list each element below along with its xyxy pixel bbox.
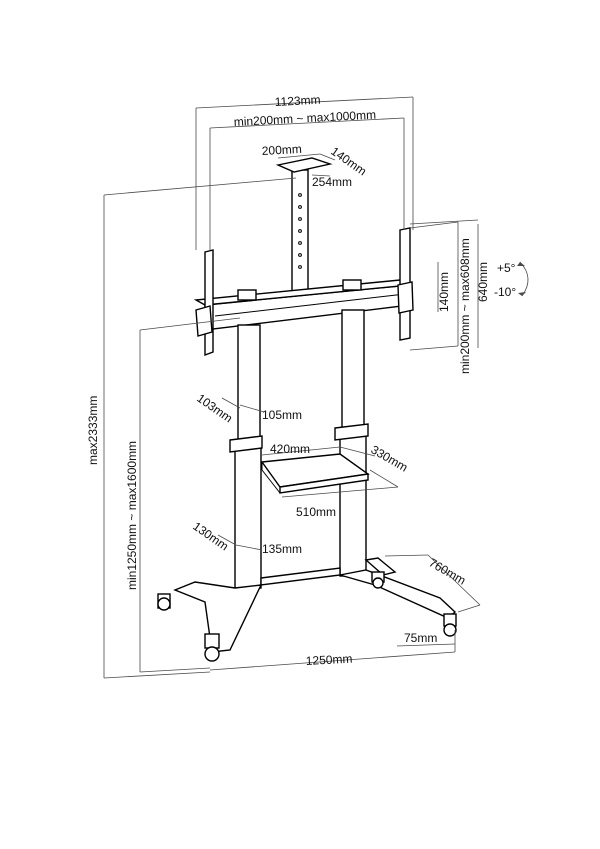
bracket-height-label: 140mm (437, 272, 451, 312)
right-column-upper (341, 309, 365, 429)
casters (157, 571, 457, 662)
overall-height-label: max2333mm (86, 396, 100, 465)
right-hook (397, 281, 414, 314)
vesa-width-label: min200mm ~ max1000mm (233, 108, 376, 129)
shelf-depth-label: 330mm (369, 442, 411, 474)
left-column-lower (234, 439, 262, 589)
right-base-rear (364, 557, 397, 576)
top-plate-height-label: 254mm (312, 175, 352, 189)
top-plate-depth-label: 140mm (328, 144, 369, 178)
top-plate (275, 157, 333, 173)
base-depth-label: 760mm (427, 555, 469, 587)
left-base-foot (173, 581, 263, 653)
shelf-outer-label: 510mm (296, 505, 336, 519)
left-hook (195, 305, 213, 337)
right-base-foot (339, 569, 457, 619)
left-column-upper (237, 324, 261, 441)
lower-column-width-label: 135mm (262, 542, 302, 556)
left-arm (204, 249, 214, 357)
vesa-height-label: min200mm ~ max608mm (458, 238, 472, 374)
lower-column-depth-label: 130mm (190, 519, 231, 553)
upper-column-depth-label: 103mm (194, 391, 235, 425)
tv-stand (157, 157, 457, 662)
base-width-label: 1250mm (305, 652, 352, 668)
tilt-up-label: +5° (497, 261, 516, 275)
dimension-lines (103, 96, 529, 679)
lower-crossbar (260, 567, 341, 586)
upper-column-width-label: 105mm (262, 408, 302, 422)
bracket-total-label: 640mm (476, 262, 490, 302)
height-range-label: min1250mm ~ max1600mm (125, 441, 139, 590)
top-column-holes (298, 193, 302, 269)
top-plate-width-label: 200mm (261, 142, 302, 158)
shelf-width-label: 420mm (270, 442, 310, 456)
overall-width-label: 1123mm (274, 93, 320, 109)
tilt-down-label: -10° (494, 285, 516, 299)
caster-offset-label: 75mm (404, 631, 437, 645)
